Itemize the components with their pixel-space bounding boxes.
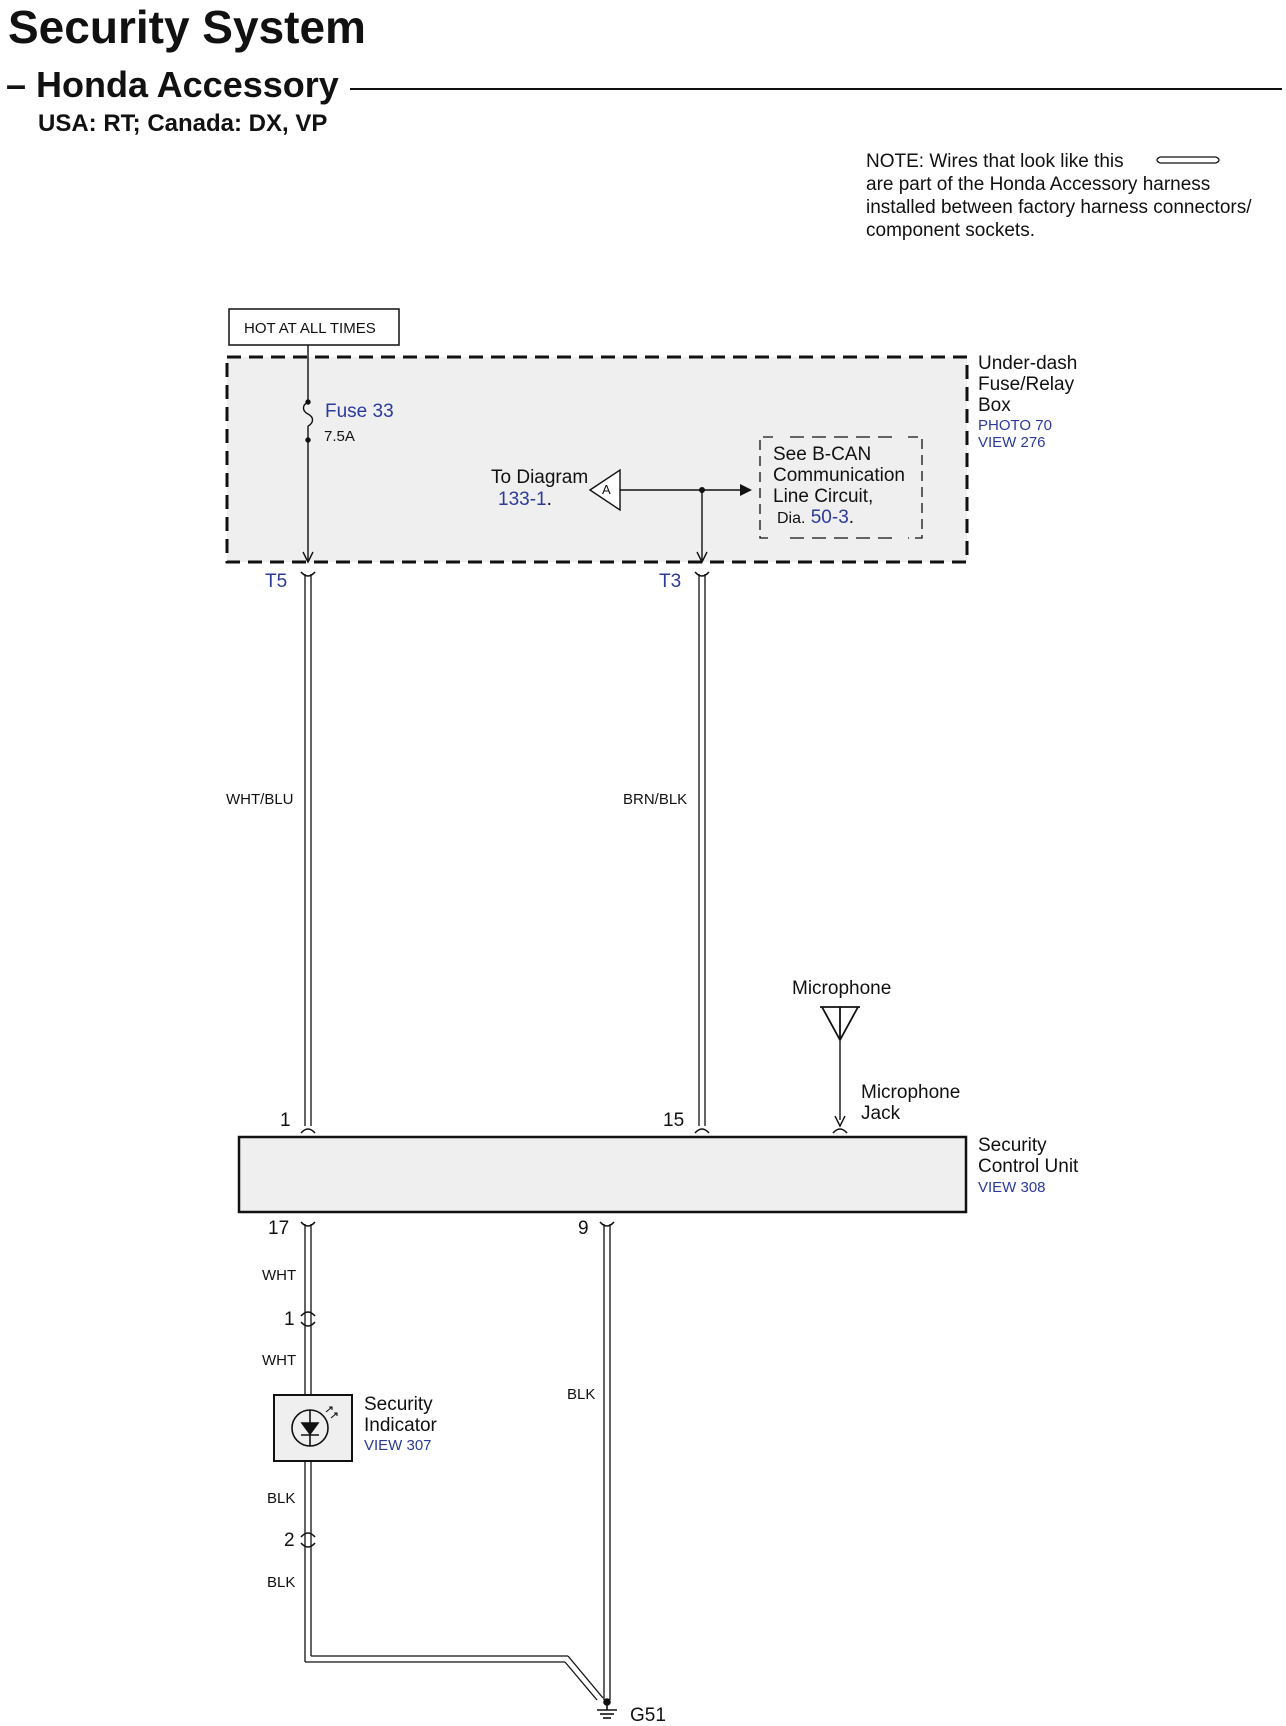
indicator-name-line-2: Indicator (364, 1415, 437, 1436)
page-subtitle: Honda Accessory (36, 64, 339, 105)
bcan-diagram-link[interactable]: 50-3 (810, 507, 849, 528)
bcan-dot: . (848, 507, 855, 528)
to-diagram-label: To Diagram (491, 467, 589, 488)
fuse-box-refs: PHOTO 70 VIEW 276 (978, 417, 1052, 451)
fuse-box-name-line-2: Fuse/Relay (978, 374, 1075, 395)
microphone-label: Microphone (792, 978, 892, 999)
note-line-3: installed between factory harness connec… (866, 197, 1252, 218)
indicator-pin-1: 1 (284, 1309, 295, 1330)
fuse-33-symbol (302, 345, 314, 564)
bcan-reference-box (759, 436, 923, 539)
microphone-icon (820, 1006, 860, 1041)
indicator-name-line-1: Security (364, 1394, 433, 1415)
terminal-t5: T5 (265, 571, 288, 592)
page-title: Security System (8, 1, 366, 53)
bcan-dia: Dia. (777, 510, 806, 527)
microphone-jack-line-1: Microphone (861, 1082, 961, 1103)
fuse-relay-box (225, 355, 969, 564)
control-unit-bottom-connectors (300, 1221, 615, 1227)
ground-icon (597, 1698, 617, 1719)
fuse-box-name-line-3: Box (978, 395, 1011, 416)
indicator-pin-2: 2 (284, 1530, 295, 1551)
pin-15: 15 (663, 1110, 685, 1131)
bcan-line-4: Dia. 50-3. (773, 507, 905, 529)
fuse-name: Fuse 33 (325, 401, 394, 422)
fuse-box-photo-link[interactable]: PHOTO 70 (978, 417, 1052, 434)
control-unit-view-link[interactable]: VIEW 308 (978, 1179, 1046, 1196)
bcan-line-3: Line Circuit, (773, 486, 874, 507)
hot-at-all-times-label: HOT AT ALL TIMES (244, 320, 376, 337)
control-unit-name-line-2: Control Unit (978, 1156, 1079, 1177)
wire-wht (304, 1224, 312, 1395)
wire-label-wht-lower: WHT (262, 1352, 297, 1369)
connector-a-letter: A (602, 482, 611, 497)
inline-connector-1 (300, 1311, 316, 1327)
to-diagram-dot: . (546, 489, 552, 510)
fuse-relay-box-name: Under-dash Fuse/Relay Box (978, 353, 1077, 416)
led-indicator-icon (291, 1406, 338, 1447)
wire-blk-right (603, 1224, 611, 1700)
terminal-connectors (300, 571, 710, 577)
pin-9: 9 (578, 1218, 589, 1239)
wire-blk-left (304, 1461, 604, 1701)
pin-1: 1 (280, 1110, 291, 1131)
wire-label-wht-upper: WHT (262, 1267, 297, 1284)
bcan-line-2: Communication (773, 465, 905, 486)
wire-label-blk-lower: BLK (267, 1574, 296, 1591)
harness-note: NOTE: Wires that look like this are part… (866, 150, 1252, 242)
note-line-2: are part of the Honda Accessory harness (866, 174, 1211, 195)
indicator-name: Security Indicator (364, 1394, 437, 1436)
ground-label: G51 (630, 1705, 666, 1726)
wire-wht-blu (304, 574, 312, 1126)
control-unit-name: Security Control Unit (978, 1135, 1078, 1177)
microphone-jack-label: Microphone Jack (861, 1082, 960, 1124)
fuse-box-view-link[interactable]: VIEW 276 (978, 434, 1046, 451)
microphone-jack-line-2: Jack (861, 1103, 901, 1124)
fuse-rating: 7.5A (324, 428, 355, 445)
to-diagram-link[interactable]: 133-1 (498, 489, 547, 510)
pin-17: 17 (268, 1218, 290, 1239)
wire-label-blk-right: BLK (567, 1386, 596, 1403)
wire-brn-blk (698, 574, 706, 1126)
control-unit-top-connectors (300, 1128, 848, 1134)
wire-label-brn-blk: BRN/BLK (623, 791, 688, 808)
wire-label-blk-upper: BLK (267, 1490, 296, 1507)
hot-at-all-times-box (228, 308, 400, 346)
inline-connector-2 (300, 1532, 316, 1548)
indicator-view-link[interactable]: VIEW 307 (364, 1437, 432, 1454)
bcan-line-1: See B-CAN (773, 444, 872, 465)
subtitle-dash: – (6, 64, 27, 105)
control-unit-name-line-1: Security (978, 1135, 1047, 1156)
note-line-1: NOTE: Wires that look like this (866, 151, 1124, 172)
harness-wire-symbol-icon (1156, 156, 1220, 164)
bcan-arrow-icon (740, 484, 752, 496)
security-control-unit-box (237, 1135, 968, 1214)
terminal-t3: T3 (659, 571, 682, 592)
to-diagram-ref: 133-1. (498, 489, 552, 510)
bcan-reference-text: See B-CAN Communication Line Circuit, Di… (773, 444, 905, 529)
fuse-box-name-line-1: Under-dash (978, 353, 1078, 374)
market-applicability: USA: RT; Canada: DX, VP (38, 110, 328, 137)
wire-label-wht-blu: WHT/BLU (226, 791, 294, 808)
note-line-4: component sockets. (866, 220, 1035, 241)
